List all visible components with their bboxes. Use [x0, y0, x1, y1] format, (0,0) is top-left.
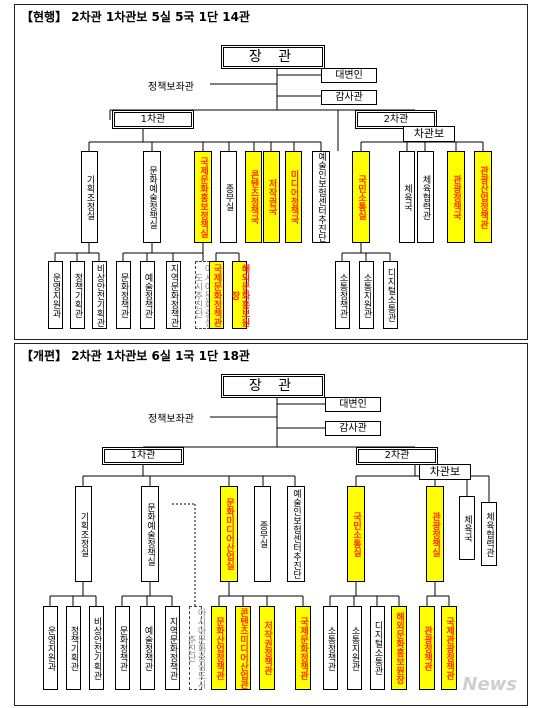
policy-aide-label: 정책보좌관: [148, 78, 194, 93]
unit-artist-insurance-team: 예술인보험센터추진단: [312, 151, 330, 243]
inspector-box: 감사관: [321, 90, 377, 105]
vice2-box: 2차관: [355, 110, 437, 129]
unit-planning-office: 기획조정실: [75, 486, 92, 582]
unit-tourism-industry: 관광산업정책관: [474, 151, 492, 243]
unit-culture-arts-office: 문화예술정책실: [143, 151, 161, 243]
vice2-box: 2차관: [356, 447, 438, 465]
sub-content-media-industry: 콘텐츠미디어산업관: [235, 606, 251, 690]
sub-comm-support: 소통지원관: [347, 606, 362, 690]
sub-comm-policy: 소통정책관: [323, 606, 338, 690]
sub-emergency-planning: 비상안전기획관: [92, 261, 107, 329]
unit-religion-office: 종무실: [220, 151, 237, 243]
unit-public-comm-office: 국민소통실: [352, 151, 370, 243]
sub-digital-comm: 디지털소통관: [383, 261, 398, 329]
sub-culture-industry-policy: 문화산업정책관: [211, 606, 227, 690]
spokesperson-box: 대변인: [321, 68, 377, 83]
unit-culture-arts-office: 문화예술정책실: [141, 486, 159, 582]
sub-policy-planning: 정책기획관: [66, 606, 81, 690]
minister-box: 장 관: [221, 45, 325, 69]
vice1-box: 1차관: [112, 110, 194, 129]
sub-overseas-culture: 해외문화홍보원장: [230, 261, 250, 329]
unit-sports-bureau: 체육국: [399, 151, 415, 243]
unit-tourism-bureau: 관광정책국: [447, 151, 465, 243]
sub-emergency-planning: 비상안전기획관: [89, 606, 104, 690]
panel-title: 【개편】 2차관 1차관보 6실 1국 1단 18관: [21, 349, 250, 363]
sub-culture-policy: 문화정책관: [116, 261, 131, 329]
connector-lines: [54, 63, 484, 261]
sub-comm-support: 소통지원관: [359, 261, 374, 329]
unit-sports-coop: 체육협력관: [417, 151, 434, 243]
unit-public-comm-office: 국민소통실: [347, 486, 365, 582]
vice1-box: 1차관: [102, 447, 184, 465]
reorganized-org-chart: 【개편】 2차관 1차관보 6실 1국 1단 18관: [14, 343, 528, 706]
sub-operations-support: 운영지원과: [43, 606, 58, 690]
sub-regional-culture: 지역문화정책관: [166, 261, 181, 329]
sub-arts-policy: 예술정책관: [140, 261, 155, 329]
current-org-chart: 【현행】 2차관 1차관보 5실 5국 1단 14관: [14, 4, 528, 340]
sub-tourism-policy: 관광정책관: [419, 606, 435, 690]
assistant-box: 차관보: [419, 464, 471, 480]
unit-copyright-bureau: 저작권국: [263, 151, 280, 243]
spokesperson-box: 대변인: [325, 397, 381, 412]
minister-box: 장 관: [221, 374, 325, 398]
sub-operations-support: 운영지원과: [48, 261, 63, 329]
sub-overseas-culture: 해외문화홍보원장: [391, 606, 407, 690]
unit-media-bureau: 미디어정책국: [285, 151, 302, 243]
unit-sports-coop: 체육협력관: [481, 502, 497, 566]
panel-title: 【현행】 2차관 1차관보 5실 5국 1단 14관: [21, 10, 250, 24]
sub-policy-planning: 정책기획관: [70, 261, 85, 329]
sub-comm-policy: 소통정책관: [335, 261, 350, 329]
sub-intl-culture-policy: 국제문화정책관: [295, 606, 311, 690]
sub-culture-policy: 문화정책관: [115, 606, 130, 690]
unit-planning-office: 기획조정실: [81, 151, 98, 243]
unit-religion-office: 종무실: [254, 486, 271, 582]
sub-arts-policy: 예술정책관: [140, 606, 155, 690]
sub-asia-culture-hub: 아시아문화중심도시추진단: [185, 606, 206, 690]
inspector-box: 감사관: [325, 421, 381, 436]
sub-digital-comm: 디지털소통관: [370, 606, 385, 690]
unit-intl-culture-office: 국제문화홍보정책실: [194, 151, 212, 243]
unit-tourism-office: 관광정책실: [426, 486, 444, 582]
unit-content-bureau: 콘텐츠정책국: [245, 151, 262, 243]
assistant-box: 차관보: [403, 126, 455, 142]
sub-regional-culture: 지역문화정책관: [165, 606, 180, 690]
sub-intl-tourism-policy: 국제관광정책관: [441, 606, 457, 690]
policy-aide-label: 정책보좌관: [148, 410, 194, 425]
sub-intl-culture-policy: 국제문화정책관: [209, 261, 224, 329]
unit-culture-media-industry: 문화미디어산업실: [220, 486, 238, 582]
unit-artist-insurance-team: 예술인보험센터추진단: [287, 486, 305, 582]
watermark-logo: News: [462, 674, 517, 695]
sub-copyright-policy: 저작권정책관: [259, 606, 275, 690]
sub-asia-culture-hub: 아시아문화중심도시추진단: [193, 261, 213, 329]
unit-sports-bureau: 체육국: [459, 496, 475, 560]
